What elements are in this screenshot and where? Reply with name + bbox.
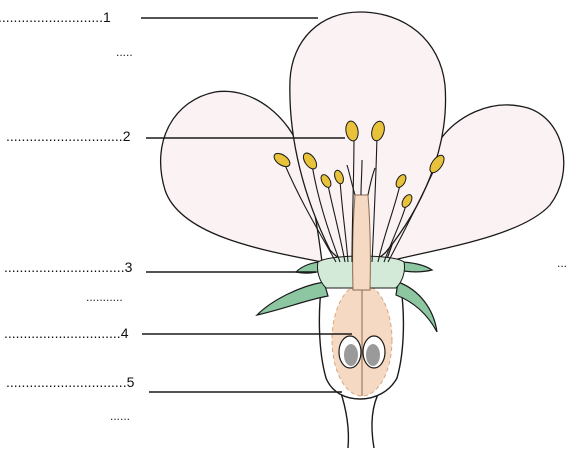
label-4-dots: .............................. — [4, 325, 121, 341]
sepal-left — [257, 282, 328, 315]
label-3: ...............................3 — [4, 259, 132, 275]
label-1-dots: ........................... — [0, 9, 103, 25]
label-1-trail: ..... — [116, 45, 133, 59]
label-1: ...........................1 — [0, 9, 111, 25]
label-4: ..............................4 — [4, 325, 129, 341]
label-2-number: 2 — [123, 128, 131, 144]
right-dots: ... — [557, 256, 567, 270]
style — [353, 195, 371, 290]
label-5-trail: ...... — [110, 409, 130, 423]
label-3-number: 3 — [125, 259, 133, 275]
label-5-number: 5 — [127, 374, 135, 390]
label-5: ...............................5 — [6, 374, 134, 390]
ovule-left-inner — [344, 344, 358, 366]
ovule-right-inner — [366, 344, 380, 366]
label-2: ..............................2 — [6, 128, 131, 144]
label-5-dots: ............................... — [6, 374, 127, 390]
label-3-trail: ........... — [86, 290, 123, 304]
label-1-number: 1 — [103, 9, 111, 25]
label-4-number: 4 — [121, 325, 129, 341]
label-2-dots: .............................. — [6, 128, 123, 144]
label-3-dots: ............................... — [4, 259, 125, 275]
